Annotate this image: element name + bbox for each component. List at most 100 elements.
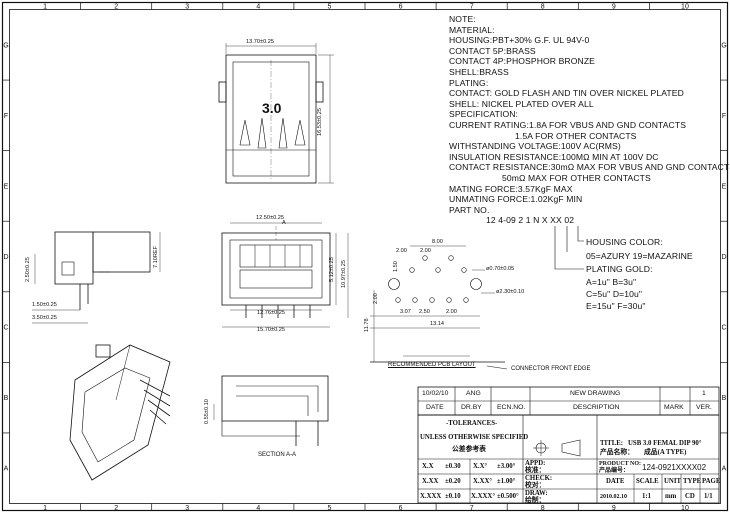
frame-number-bottom: 6 [399,505,403,512]
note-line: SHELL:BRASS [449,67,509,77]
tol-r2-linv: ±0.20 [445,478,461,485]
tol-r2-angv: ±1.00° [497,478,516,485]
frame-letter-left: D [3,254,8,261]
appd-label: APPD: [525,460,546,467]
housing-colors: 05=AZURY 19=MAZARINE [586,251,693,261]
section-view [213,375,329,446]
plating-row-1: A=1u" B=3u" [586,277,637,287]
frame-number-top: 5 [327,4,331,11]
frame-number-top: 4 [256,4,260,11]
title-cn-value: 成品(A TYPE) [644,449,687,456]
side-dim-2: 1.50±0.25 [32,302,57,308]
frame-number-top: 6 [399,4,403,11]
draw-label: DRAW: [525,490,548,497]
frame-letter-left: C [3,325,8,332]
v2-page: 1/1 [704,493,713,500]
pcb-dim-1178: 11.78 [364,318,370,332]
note-line: SHELL: NICKEL PLATED OVER ALL [449,98,594,109]
note-line: 1.5A FOR OTHER CONTACTS [515,130,637,141]
hdr-desc: DESCRIPTION [573,404,620,411]
rev-mark: 1 [702,390,706,397]
note-line: MATERIAL: [449,24,495,35]
product-no-value: 124-0921XXXX02 [642,463,707,472]
frame-number-bottom: 10 [681,505,689,512]
tol-r3-lin: X.XXX [420,493,442,500]
plating-row-3: E=15u" F=30u" [586,301,646,311]
usb-3-label: 3.0 [262,100,282,116]
frame-number-top: 7 [470,4,474,11]
pcb-dim-250: 2.50 [419,309,430,315]
plating-row-2: C=5u" D=10u" [586,289,643,299]
note-line: CONTACT: GOLD FLASH AND TIN OVER NICKEL … [449,88,684,99]
note-line: NOTE: [449,14,476,24]
pcb-dim-200a: 2.00 [396,248,407,254]
tol-sub: UNLESS OTHERWISE SPECIFIED [420,434,529,441]
tol-r1-linv: ±0.30 [445,463,461,470]
frame-number-top: 8 [541,4,545,11]
frame-number-bottom: 8 [541,505,545,512]
frame-number-bottom: 5 [327,505,331,512]
tol-r2-lin: X.XX [422,478,439,485]
hdr-ver: VER. [696,404,712,411]
note-line: INSULATION RESISTANCE:100MΩ MIN AT 100V … [449,151,659,162]
note-line: HOUSING:PBT+30% G.F. UL 94V-0 [449,35,590,46]
frame-number-top: 3 [185,4,189,11]
side-dim-3: 3.50±0.25 [32,315,57,321]
product-no-cn-label: 产品编号： [599,468,630,474]
pcb-dim-1314: 13.14 [430,321,444,327]
frame-letter-left: A [4,466,9,473]
top-width-dim: 13.70±0.25 [246,39,274,45]
front-section-mark: A [282,220,286,226]
pcb-hole-large: ø2.30±0.10 [496,289,525,295]
note-line: PLATING: [449,77,489,88]
pcb-dim-200d: 2.00 [446,309,457,315]
frame-letter-right: C [721,325,726,332]
note-line: CONTACT 4P:PHOSPHOR BRONZE [449,56,596,67]
v2-type: CD [685,493,695,500]
front-dim-3: 15.70±0.25 [257,327,285,333]
side-view [32,231,161,324]
frame-letter-right: F [722,113,726,120]
frame-number-top: 2 [114,4,118,11]
note-line: CURRENT RATING:1.8A FOR VBUS AND GND CON… [449,120,687,130]
plating-gold-title: PLATING GOLD: [586,264,653,274]
frame-number-bottom: 1 [43,505,47,512]
v2-date: 2010.02.10 [600,494,627,500]
tol-title: -TOLERANCES- [446,420,498,427]
pcb-dim-307: 3.07 [400,309,411,315]
h2-page: PAGE [702,478,721,485]
v2-unit: mm [665,493,677,500]
hdr-ecn: ECN.NO. [497,404,526,411]
appd-cn: 核准： [525,467,546,474]
section-dim: 0.55±0.10 [204,399,210,424]
rev-desc: NEW DRAWING [570,390,621,397]
tol-r3-linv: ±0.10 [445,493,461,500]
frame-number-bottom: 2 [114,505,118,512]
frame-letter-right: E [722,183,727,190]
front-dim-5: 10.97±0.25 [341,260,347,288]
tol-r1-ang: X.X° [473,463,488,470]
iso-view [69,344,171,481]
rev-by: ANG [466,390,481,397]
h2-type: TYPE [683,478,702,485]
pcb-dim-150: 1.50 [393,261,399,272]
pcb-layout-label: RECOMMENDED PCB LAYOUT [388,362,476,368]
connector-edge-label: CONNECTOR FRONT EDGE [511,366,591,372]
note-line: UNMATING FORCE:1.02KgF MIN [449,194,583,205]
frame-letter-right: A [722,466,727,473]
pcb-layout [370,245,508,370]
top-view [218,43,334,184]
side-dim-1: 2.50±0.25 [25,257,31,282]
pcb-dim-200c: 2.00 [373,293,379,304]
tol-r3-angv: ±0.500° [497,493,519,500]
frame-number-bottom: 7 [470,505,474,512]
part-code-leaders [554,226,584,270]
hdr-date: DATE [426,404,444,411]
tol-r1-lin: X.X [422,463,434,470]
section-label: SECTION A-A [258,452,297,458]
tol-cn: 公差参考表 [452,446,486,453]
note-line: MATING FORCE:3.57KgF MAX [449,183,573,194]
note-line: CONTACT RESISTANCE:30mΩ MAX FOR VBUS AND… [449,162,730,173]
frame-letter-right: G [721,42,726,49]
